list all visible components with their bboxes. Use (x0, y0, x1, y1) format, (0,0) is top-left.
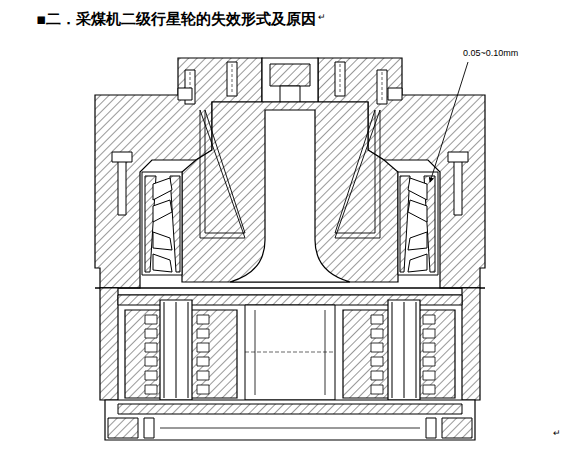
pin-line (176, 302, 177, 398)
needle-roller (145, 343, 157, 352)
needle-roller (423, 343, 435, 352)
screw-head (448, 152, 468, 162)
stage-joint (95, 287, 485, 288)
bolt-axis (382, 72, 383, 102)
pin-line (188, 302, 189, 398)
hub-plug (280, 86, 300, 102)
shaft-bore (230, 110, 350, 282)
hub-fitting (270, 64, 310, 86)
bottom-line (160, 428, 420, 429)
needle-roller (197, 385, 209, 394)
oil-passage (200, 110, 245, 238)
side-screw (454, 160, 462, 215)
end-block (108, 418, 138, 438)
ring-gear (100, 288, 118, 400)
needle-roller (197, 329, 209, 338)
dimension-label: 0.05~0.10mm (462, 48, 519, 58)
oil-passage (205, 110, 245, 233)
needle-roller (197, 371, 209, 380)
bolt (227, 62, 237, 96)
needle-roller (371, 315, 383, 324)
pin-line (404, 302, 405, 398)
slide-title: ▪二．采煤机二级行星轮的失效形式及原因 (36, 10, 316, 29)
needle-roller (371, 371, 383, 380)
needle-roller (145, 329, 157, 338)
needle-roller (197, 357, 209, 366)
bolt-axis (232, 64, 233, 94)
pin-line (164, 302, 165, 398)
bolt-axis (340, 64, 341, 94)
needle-roller (145, 371, 157, 380)
tapered-roller (408, 178, 427, 200)
needle-roller (145, 385, 157, 394)
sun-gear-line (255, 310, 256, 395)
needle-roller (423, 385, 435, 394)
needle-roller (423, 357, 435, 366)
tapered-roller (153, 200, 172, 222)
needle-roller (145, 315, 157, 324)
bearing-seat (142, 172, 182, 275)
bottom-bolt (144, 418, 154, 438)
bolt-head (178, 88, 192, 100)
planet-pin (160, 300, 192, 400)
tapered-roller (408, 254, 427, 272)
sun-axis (245, 352, 335, 353)
paragraph-mark: ↵ (317, 12, 327, 22)
drawing (95, 58, 485, 440)
end-block (442, 418, 472, 438)
tapered-roller (153, 254, 172, 272)
needle-roller (423, 315, 435, 324)
tapered-roller (408, 232, 427, 250)
screw-head (112, 152, 132, 162)
bottom-flange (118, 404, 462, 414)
leader-line (430, 62, 468, 182)
needle-roller (371, 343, 383, 352)
paragraph-mark: ↵ (552, 428, 562, 438)
tapered-roller (408, 200, 427, 222)
pin-line (392, 302, 393, 398)
needle-roller (423, 371, 435, 380)
bolt-head (388, 88, 402, 100)
bolt (377, 70, 387, 104)
hub-cap (262, 58, 318, 102)
bearing-seat (398, 172, 438, 275)
oil-passage (335, 110, 380, 238)
tapered-roller (153, 232, 172, 250)
sun-gear (245, 305, 335, 400)
needle-roller (145, 357, 157, 366)
tapered-roller (153, 178, 172, 200)
bottom-plate (105, 400, 475, 440)
pin-line (416, 302, 417, 398)
sun-gear-line (325, 310, 326, 395)
oil-passage (335, 110, 375, 233)
needle-roller (423, 329, 435, 338)
side-screw (118, 160, 126, 215)
ring-gear (462, 288, 480, 400)
needle-roller (371, 357, 383, 366)
bolt (335, 62, 345, 96)
planet-carrier (182, 102, 398, 282)
needle-roller (371, 329, 383, 338)
needle-roller (197, 343, 209, 352)
needle-roller (197, 315, 209, 324)
planet-pin (388, 300, 420, 400)
bottom-bolt (426, 418, 436, 438)
needle-roller (371, 385, 383, 394)
